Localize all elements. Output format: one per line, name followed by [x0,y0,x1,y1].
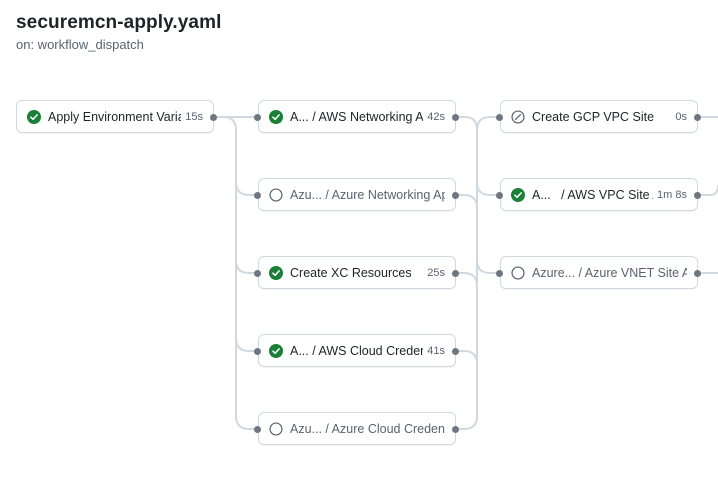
skipped-circle-icon [269,421,283,436]
job-name: Azu... / Azure Networking Apply [290,187,445,202]
output-port-dot [452,426,459,433]
input-port-dot [496,270,503,277]
job-create-gcp-vpc-site[interactable]: Create GCP VPC Site 0s [500,100,698,133]
success-check-icon [269,265,283,280]
job-apply-environment-variables[interactable]: Apply Environment Variabl... 15s [16,100,214,133]
job-aws-networking-apply[interactable]: A... / AWS Networking Apply 42s [258,100,456,133]
output-port-dot [452,348,459,355]
cancelled-slash-icon [511,109,525,124]
output-port-dot [210,114,217,121]
job-name: Apply Environment Variabl... [48,109,181,124]
skipped-circle-icon [269,187,283,202]
input-port-dot [254,192,261,199]
job-name: A... / AWS VPC Site Apply [532,187,653,202]
input-port-dot [496,114,503,121]
success-check-icon [27,109,41,124]
job-name: Azure... / Azure VNET Site Apply [532,265,687,280]
job-duration: 1m 8s [657,188,687,201]
input-port-dot [496,192,503,199]
output-port-dot [452,192,459,199]
workflow-trigger: on: workflow_dispatch [16,37,144,52]
skipped-circle-icon [511,265,525,280]
job-duration: 25s [427,266,445,279]
job-name: A... / AWS Cloud Credentials [290,343,423,358]
job-name: A... / AWS Networking Apply [290,109,424,124]
job-name: Azu... / Azure Cloud Credentials [290,421,445,436]
job-duration: 41s [427,344,445,357]
job-azure-vnet-site-apply[interactable]: Azure... / Azure VNET Site Apply [500,256,698,289]
output-port-dot [452,114,459,121]
input-port-dot [254,114,261,121]
job-name: Create GCP VPC Site [532,109,655,124]
output-port-dot [452,270,459,277]
input-port-dot [254,426,261,433]
output-port-dot [694,192,701,199]
output-port-dot [694,270,701,277]
job-aws-vpc-site-apply[interactable]: A... / AWS VPC Site Apply 1m 8s [500,178,698,211]
input-port-dot [254,270,261,277]
job-aws-cloud-credentials[interactable]: A... / AWS Cloud Credentials 41s [258,334,456,367]
input-port-dot [254,348,261,355]
job-duration: 42s [427,110,445,123]
success-check-icon [511,187,525,202]
job-azure-networking-apply[interactable]: Azu... / Azure Networking Apply [258,178,456,211]
output-port-dot [694,114,701,121]
job-duration: 15s [185,110,203,123]
job-duration: 0s [675,110,687,123]
workflow-title: securemcn-apply.yaml [16,12,222,33]
success-check-icon [269,109,283,124]
job-azure-cloud-credentials[interactable]: Azu... / Azure Cloud Credentials [258,412,456,445]
job-create-xc-resources[interactable]: Create XC Resources 25s [258,256,456,289]
success-check-icon [269,343,283,358]
job-name: Create XC Resources [290,265,412,280]
